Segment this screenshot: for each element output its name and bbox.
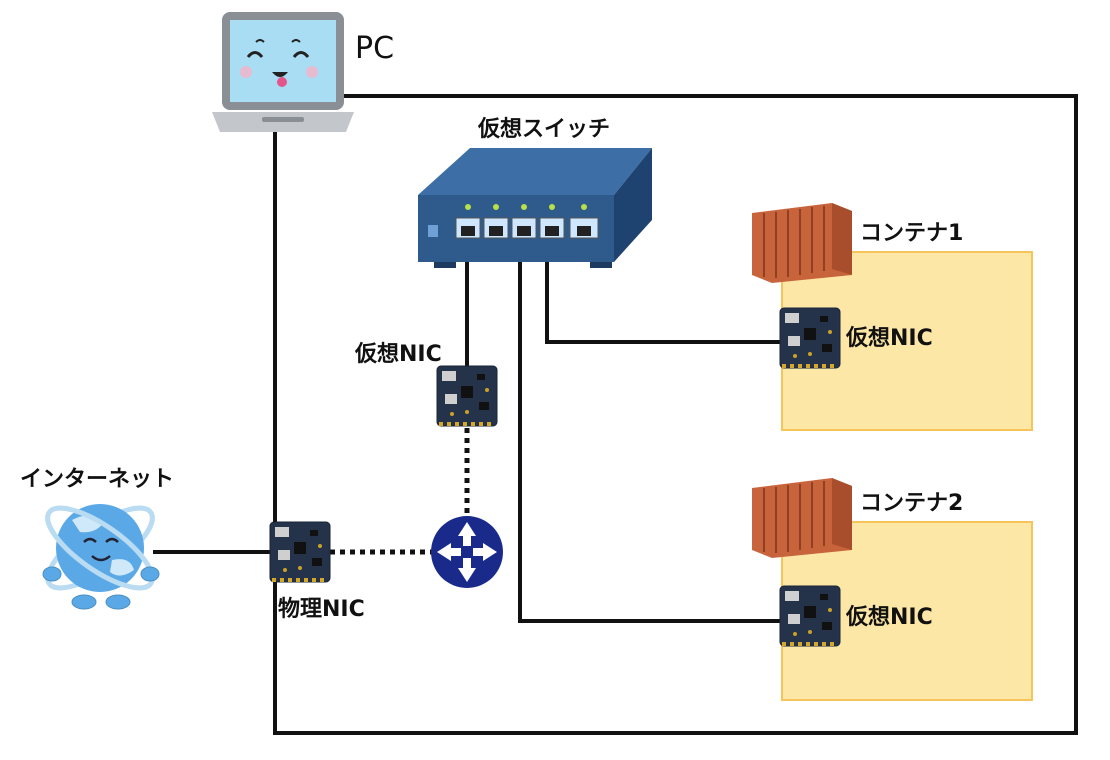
container-2-crate-icon: [751, 477, 853, 559]
cables: [153, 250, 780, 623]
container-1-crate-icon: [751, 202, 853, 284]
switch-icon: [418, 148, 652, 268]
container-1-nic-icon: [779, 307, 841, 369]
physical-nic-icon: [269, 521, 331, 583]
host-virtual-nic-icon: [436, 365, 498, 427]
container-2-label: コンテナ2: [860, 491, 963, 516]
pc-label: PC: [355, 31, 394, 66]
container-1-label: コンテナ1: [860, 221, 963, 246]
switch-label: 仮想スイッチ: [477, 117, 610, 142]
laptop-icon: [212, 12, 354, 132]
router-icon: [431, 516, 503, 588]
internet-globe-icon: [42, 504, 160, 610]
container-2-nic-icon: [779, 585, 841, 647]
physical-nic-label: 物理NIC: [278, 596, 365, 622]
dotted-links: [330, 428, 470, 555]
internet-label: インターネット: [20, 467, 174, 492]
container-1-nic-label: 仮想NIC: [845, 326, 933, 351]
container-2-nic-label: 仮想NIC: [845, 605, 933, 630]
host-virtual-nic-label: 仮想NIC: [354, 342, 442, 367]
